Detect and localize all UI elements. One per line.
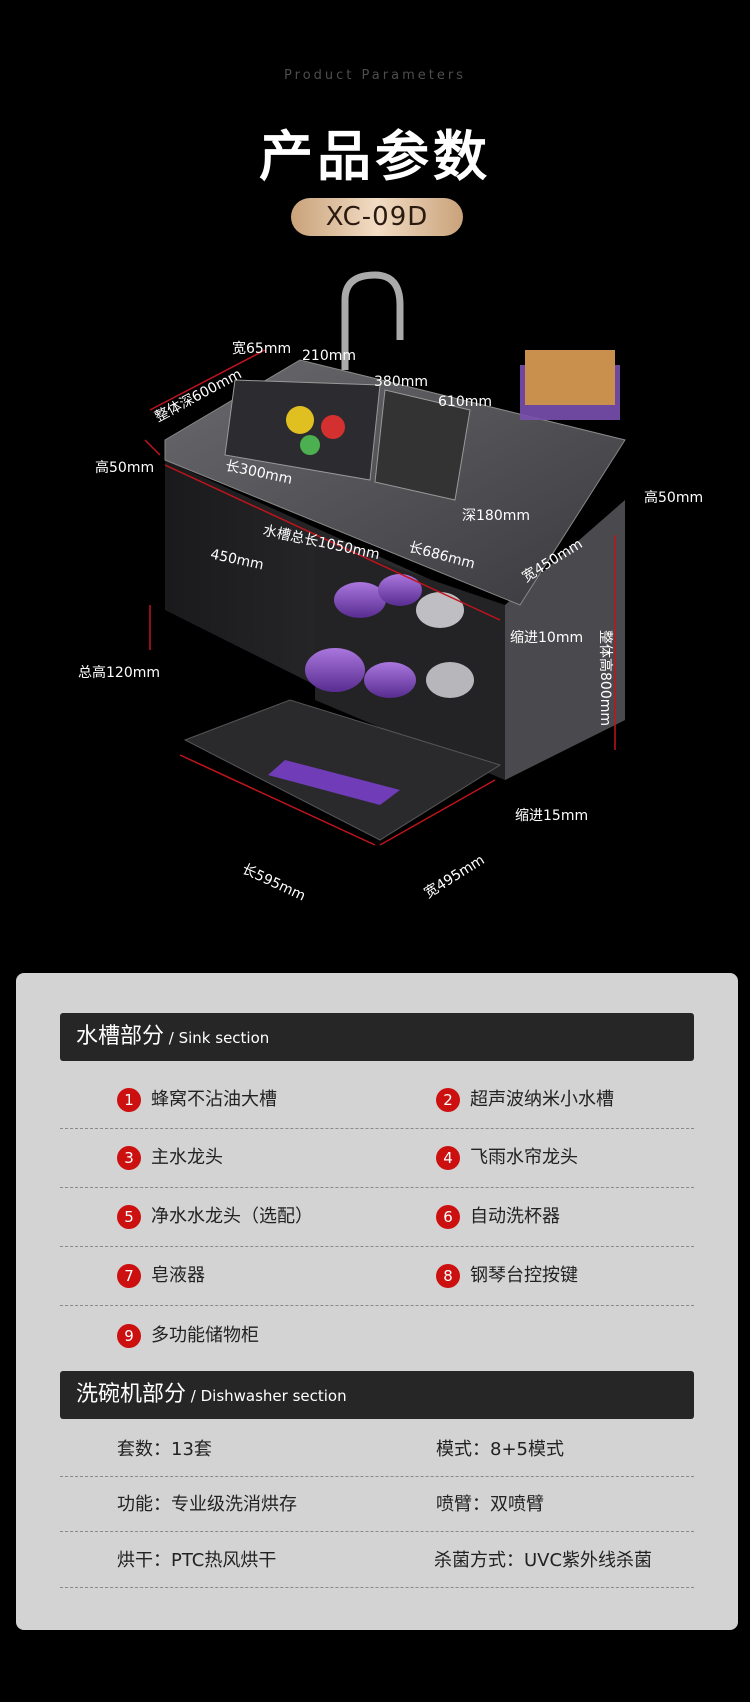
sink-section-title-en: / Sink section [164, 1029, 270, 1047]
product-illustration [144, 271, 626, 846]
divider [60, 1187, 694, 1188]
spec-item: 杀菌方式：UVC紫外线杀菌 [434, 1550, 653, 1571]
spec-item: 喷臂：双喷臂 [436, 1494, 544, 1515]
sink-section-title: 水槽部分 [76, 1024, 165, 1049]
dishwasher-section-header: 洗碗机部分 / Dishwasher section [60, 1371, 694, 1419]
dim-inset-10: 缩进10mm [510, 630, 584, 646]
divider [60, 1587, 694, 1588]
divider [60, 1476, 694, 1477]
sink-section-header: 水槽部分 / Sink section [60, 1013, 694, 1061]
dim-210: 210mm [302, 348, 356, 364]
divider [60, 1246, 694, 1247]
page-title: 产品参数 [259, 125, 491, 188]
dim-380: 380mm [374, 374, 428, 390]
dim-depth-180: 深180mm [462, 508, 530, 524]
dim-inset-15: 缩进15mm [515, 808, 589, 824]
subtitle-en: Product Parameters [284, 68, 466, 83]
spec-item: 模式：8+5模式 [436, 1439, 564, 1460]
dim-width-65: 宽65mm [232, 341, 292, 357]
product-header-area: Product Parameters 产品参数 XC-09D [78, 68, 704, 905]
dim-height-50-right: 高50mm [644, 490, 704, 506]
dim-610: 610mm [438, 394, 492, 410]
spec-item: 套数：13套 [117, 1439, 212, 1460]
dim-height-50-left: 高50mm [95, 460, 155, 476]
divider [60, 1128, 694, 1129]
spec-item: 烘干：PTC热风烘干 [117, 1550, 277, 1571]
dim-height-total: 整体高800mm [597, 630, 613, 726]
spec-item: 功能：专业级洗消烘存 [117, 1494, 297, 1515]
divider [60, 1531, 694, 1532]
model-badge: XC-09D [291, 198, 463, 236]
dishwasher-section-title: 洗碗机部分 [76, 1382, 187, 1407]
dim-total-height-120: 总高120mm [78, 665, 160, 681]
dishwasher-section-title-en: / Dishwasher section [186, 1387, 347, 1405]
divider [60, 1305, 694, 1306]
